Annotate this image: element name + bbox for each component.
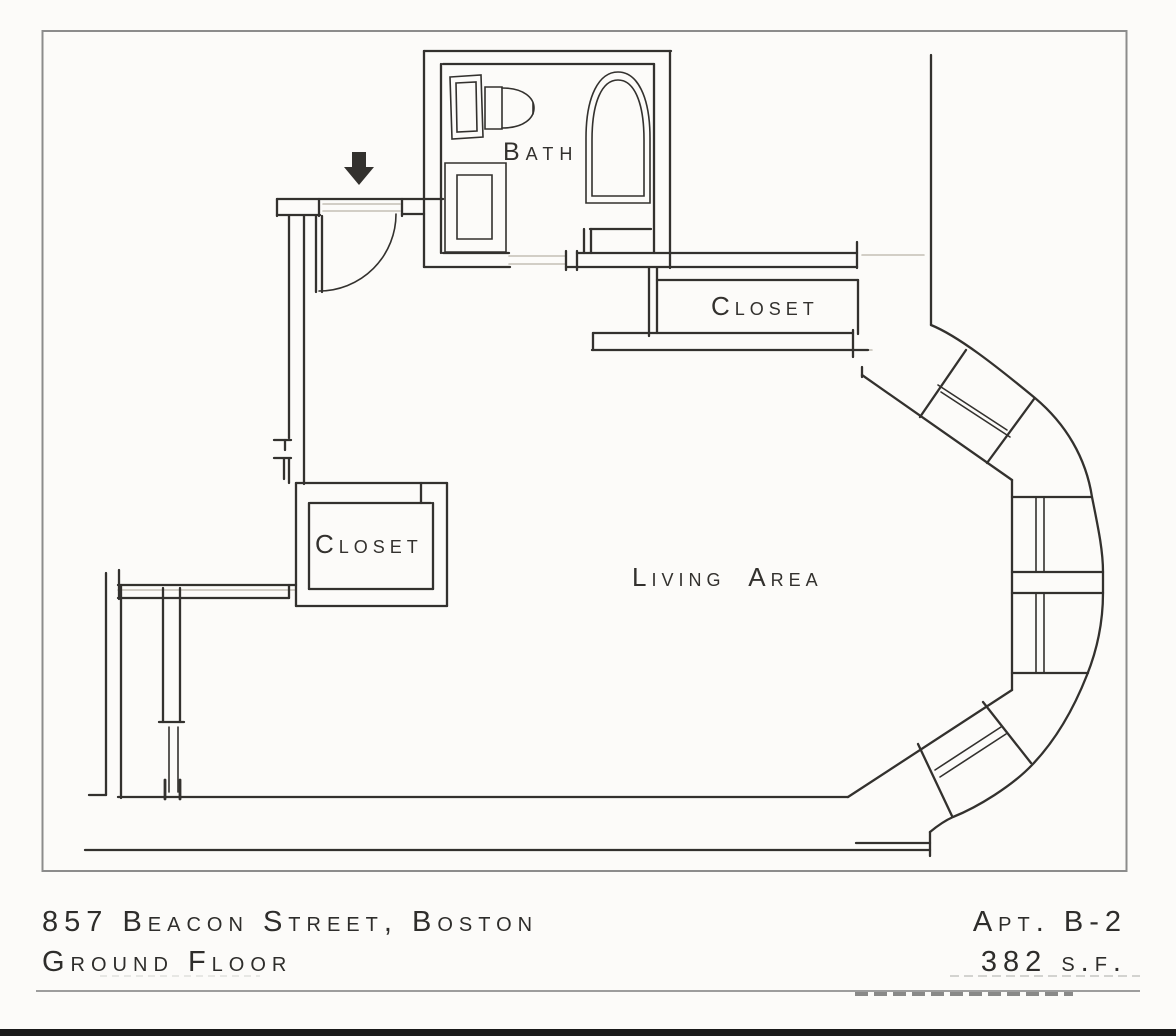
shower bbox=[444, 162, 507, 253]
scan-artifact bbox=[100, 975, 260, 977]
caption-area: 382 s.f. bbox=[980, 946, 1127, 978]
sink bbox=[449, 74, 484, 140]
caption-apartment: Apt. B-2 bbox=[972, 906, 1127, 938]
caption-address: 857 Beacon Street, Boston bbox=[42, 906, 539, 938]
room-label-closet-lower: Closet bbox=[315, 529, 423, 559]
scan-artifact bbox=[950, 975, 1140, 977]
bay-window-walls bbox=[846, 53, 1105, 834]
room-label-living-area: Living Area bbox=[632, 562, 823, 592]
hall-walls bbox=[272, 214, 306, 486]
divider-rule bbox=[36, 990, 1140, 992]
bottom-walls bbox=[83, 795, 932, 858]
bathtub bbox=[585, 71, 651, 204]
entry-arrow-icon bbox=[344, 152, 374, 185]
erased-text-ghost bbox=[855, 992, 1073, 996]
caption-floor: Ground Floor bbox=[42, 946, 293, 978]
upper-closet-walls bbox=[590, 266, 870, 359]
plan-frame bbox=[41, 30, 1128, 872]
room-label-closet-upper: Closet bbox=[711, 291, 819, 321]
bath-walls bbox=[422, 49, 859, 272]
bottom-black-bar bbox=[0, 1029, 1176, 1036]
entry-door bbox=[275, 197, 445, 294]
toilet bbox=[484, 86, 503, 130]
construction-light-lines bbox=[117, 203, 925, 591]
bathroom-fixtures bbox=[444, 71, 651, 253]
room-label-bath: Bath bbox=[503, 138, 579, 166]
lower-closet-walls bbox=[116, 481, 449, 608]
left-exterior-walls bbox=[87, 571, 186, 801]
